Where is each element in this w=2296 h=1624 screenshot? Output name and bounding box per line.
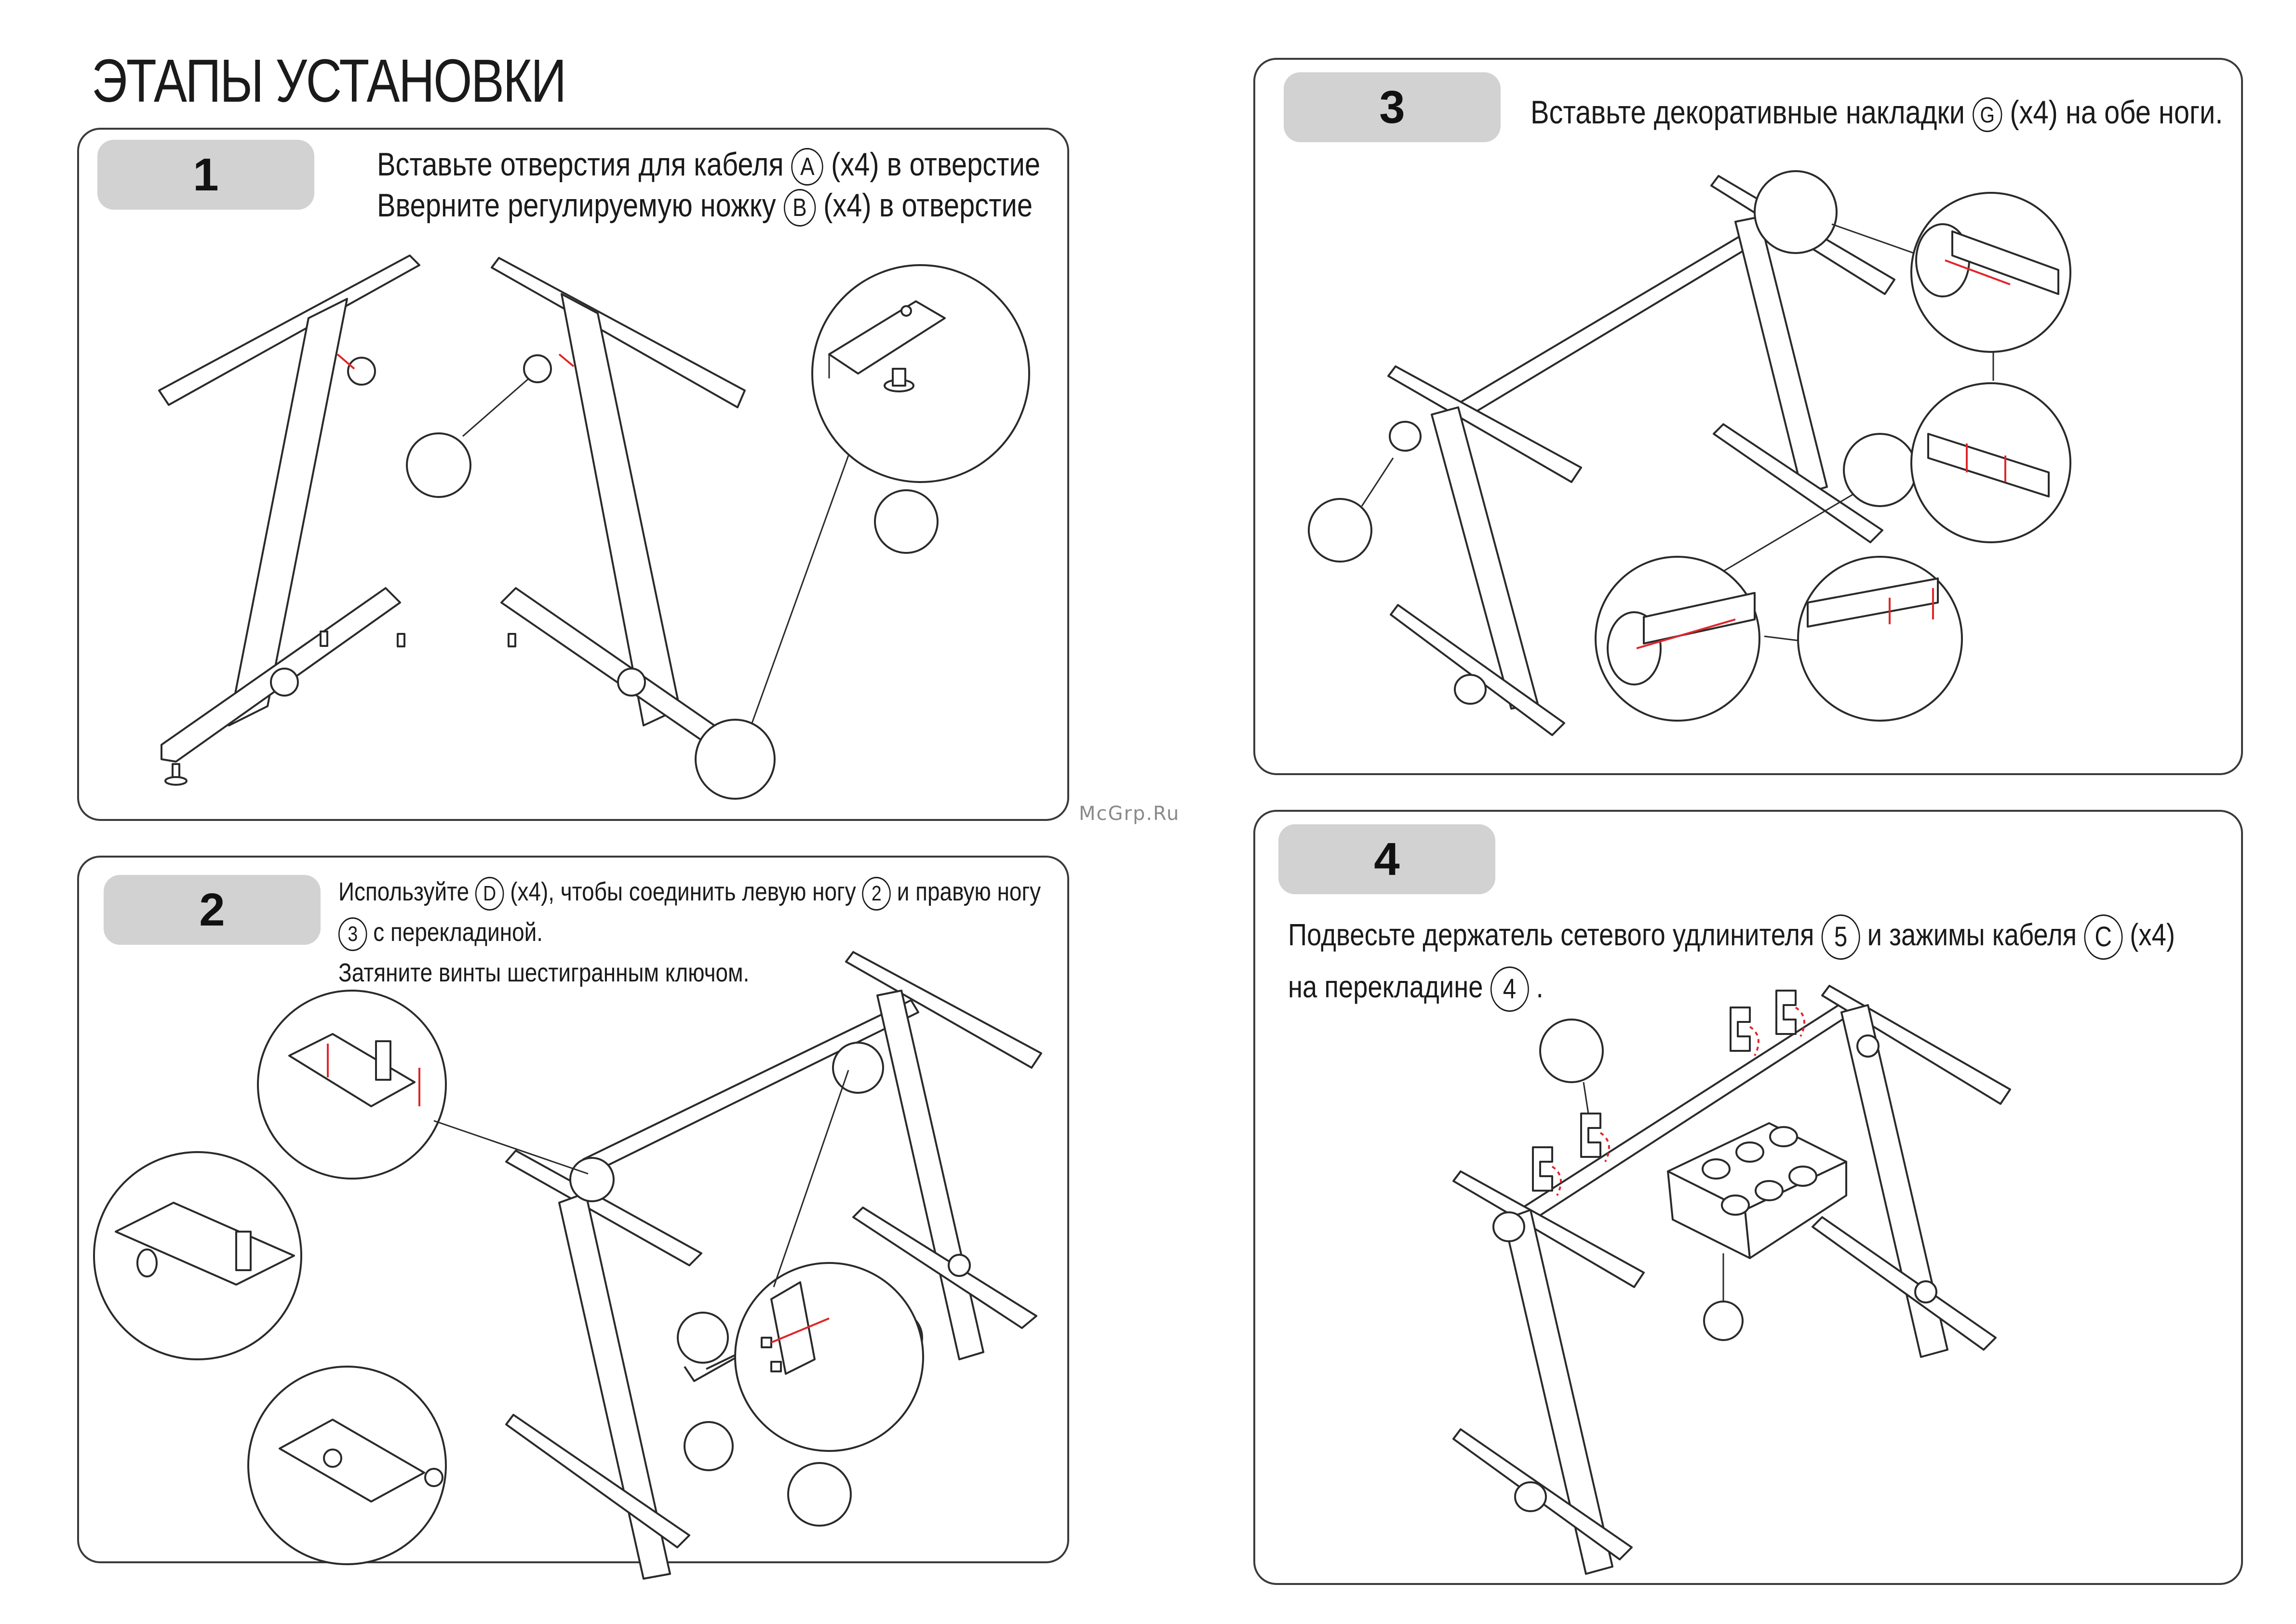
left-leg-drawing [158, 255, 420, 786]
marker-c: C [2084, 914, 2123, 960]
marker-3: 3 [338, 917, 367, 951]
step-2-line-1: Используйте D (x4), чтобы соединить леву… [338, 872, 1041, 912]
step-2-line-2: 3 с перекладиной. [338, 912, 1041, 953]
frame-with-accessories-drawing [1452, 985, 2011, 1575]
page-title: ЭТАПЫ УСТАНОВКИ [92, 47, 566, 115]
zoom-detail-bracket-1 [257, 990, 589, 1180]
step-1-illustration [158, 255, 1030, 800]
callout-circle-c [1539, 1019, 1604, 1083]
step-4-badge: 4 [1278, 824, 1495, 894]
marker-4: 4 [1490, 966, 1529, 1012]
zoom-origin-circle [695, 719, 776, 800]
step-3-badge: 3 [1284, 72, 1501, 142]
step-2-instructions: Используйте D (x4), чтобы соединить леву… [338, 872, 1041, 993]
marker-5: 5 [1821, 914, 1860, 960]
frame-assembly-drawing [505, 951, 1042, 1580]
zoom-detail-cap-3 [1595, 493, 1854, 722]
step-4-illustration [1452, 985, 2011, 1575]
callout-circle-a [406, 432, 471, 498]
step-2-badge: 2 [104, 875, 321, 945]
callout-circle-b [874, 489, 939, 554]
zoom-detail-bracket-2 [93, 1151, 302, 1360]
step-1-line-2: Вверните регулируемую ножку B (x4) в отв… [377, 186, 1040, 227]
step-1-instructions: Вставьте отверстия для кабеля A (x4) в о… [377, 145, 1040, 227]
marker-b: B [783, 189, 816, 227]
right-leg-drawing [491, 257, 746, 778]
marker-d: D [475, 876, 504, 911]
step-2-illustration [93, 951, 1042, 1580]
watermark: McGrp.Ru [1079, 803, 1180, 825]
step-2-line-3: Затяните винты шестигранным ключом. [338, 958, 750, 987]
step-4-line-1: Подвесьте держатель сетевого удлинителя … [1288, 909, 2175, 961]
marker-2: 2 [862, 876, 891, 911]
zoom-detail-cap-1 [1831, 192, 2071, 381]
step-3-instructions: Вставьте декоративные накладки G (x4) на… [1531, 93, 2223, 133]
marker-a: A [791, 148, 824, 186]
zoom-detail-bolts [734, 1070, 924, 1452]
zoom-detail-bracket-3 [247, 1366, 447, 1565]
step-4-line-2: на перекладине 4 . [1288, 961, 2175, 1013]
callout-circle-d [787, 1462, 852, 1527]
step-4-instructions: Подвесьте держатель сетевого удлинителя … [1288, 909, 2175, 1013]
step-1-badge: 1 [97, 140, 314, 210]
callout-circle-5 [1703, 1301, 1744, 1341]
step-1-line-1: Вставьте отверстия для кабеля A (x4) в о… [377, 145, 1040, 186]
zoom-detail-cap-4 [1797, 556, 1963, 722]
marker-g: G [1973, 97, 2002, 133]
step-3-illustration [1308, 170, 2071, 736]
callout-circle-g [1308, 498, 1372, 563]
zoom-detail-foot [811, 264, 1030, 483]
zoom-detail-cap-2 [1910, 382, 2071, 543]
step-3-line-1: Вставьте декоративные накладки G (x4) на… [1531, 93, 2223, 133]
